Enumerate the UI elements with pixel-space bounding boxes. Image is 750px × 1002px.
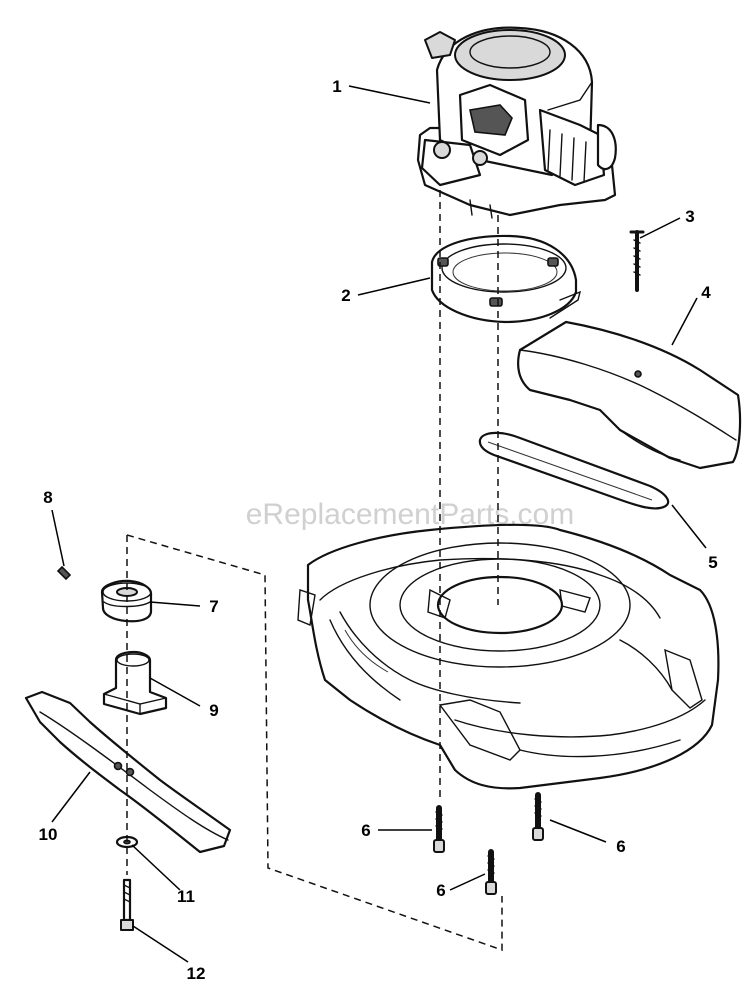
callout-10: 10 [39, 825, 58, 844]
alignment-lines [126, 190, 503, 952]
mower-blade [24, 690, 232, 854]
bolt-part-3 [629, 230, 645, 292]
callout-4: 4 [701, 283, 711, 302]
callout-7: 7 [209, 597, 218, 616]
blade-adapter [102, 650, 168, 716]
callout-9: 9 [209, 701, 218, 720]
engine [416, 26, 617, 219]
callout-8: 8 [43, 488, 52, 507]
deck-bolt-right [532, 792, 544, 841]
drive-belt [478, 431, 670, 510]
engine-adapter-ring [430, 234, 582, 324]
callout-6-bottom: 6 [436, 881, 445, 900]
callout-1: 1 [332, 77, 341, 96]
callout-12: 12 [187, 964, 206, 983]
callout-6-right: 6 [616, 837, 625, 856]
blade-bolt [120, 878, 134, 931]
deck-bolt-bottom [485, 849, 497, 895]
screw-part-8 [56, 565, 72, 581]
callouts: 1 2 3 4 5 6 6 6 7 8 9 10 11 12 [39, 77, 718, 983]
callout-3: 3 [685, 207, 694, 226]
callout-11: 11 [177, 887, 195, 906]
callout-5: 5 [708, 553, 717, 572]
leader-lines [51, 85, 707, 963]
deck-bolt-left [433, 805, 445, 853]
callout-6-left: 6 [361, 821, 370, 840]
mower-deck [297, 523, 720, 790]
belt-cover [517, 320, 742, 470]
callout-2: 2 [341, 286, 350, 305]
